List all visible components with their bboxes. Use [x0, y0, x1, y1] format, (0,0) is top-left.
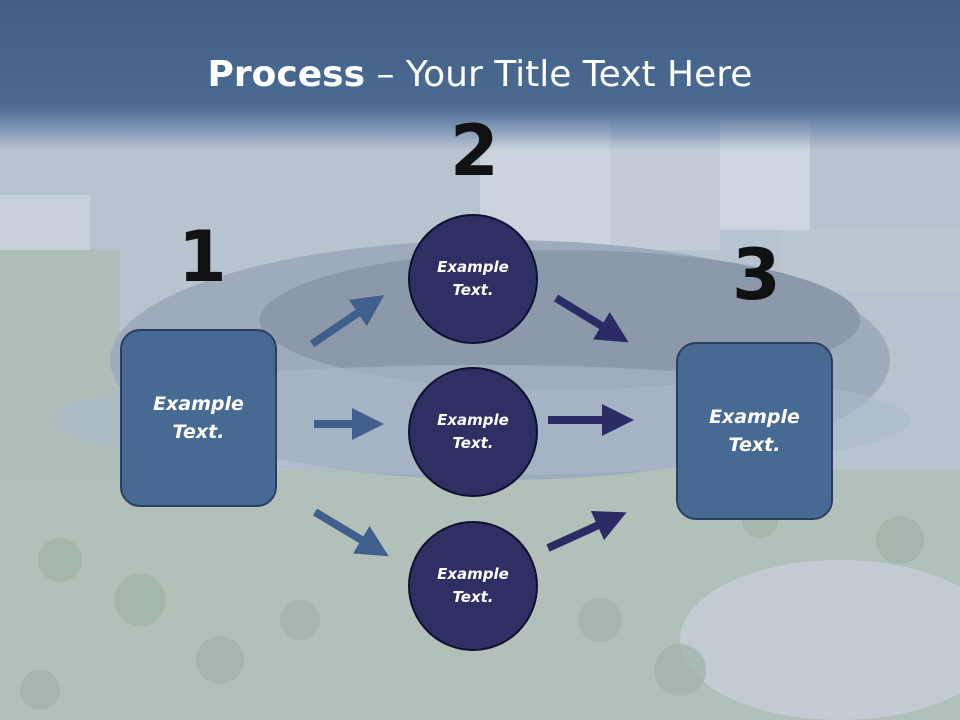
step-3-box: Example Text.: [676, 342, 833, 520]
circle-bottom-label: Example Text.: [437, 565, 509, 606]
title-bold: Process: [207, 54, 366, 95]
arrow-bottom-to-right: [546, 511, 627, 552]
circle-middle-label: Example Text.: [437, 411, 509, 452]
step-2-circle-middle: Example Text.: [408, 367, 538, 497]
circle-top-label: Example Text.: [437, 258, 509, 299]
step-1-box: Example Text.: [120, 329, 277, 507]
slide-title: Process – Your Title Text Here: [0, 52, 960, 98]
arrow-top-to-right: [553, 294, 629, 343]
step-2-circle-bottom: Example Text.: [408, 521, 538, 651]
step-3-box-label: Example Text.: [709, 406, 800, 456]
step-1-box-label: Example Text.: [153, 393, 244, 443]
step-2-circle-top: Example Text.: [408, 214, 538, 344]
step-number-3: 3: [732, 234, 781, 316]
title-bar: [0, 0, 960, 150]
step-number-2: 2: [450, 110, 499, 192]
arrow-left-to-top: [309, 295, 385, 348]
arrow-left-to-bottom: [312, 508, 389, 557]
step-number-1: 1: [178, 216, 227, 298]
title-rest: – Your Title Text Here: [365, 54, 753, 95]
